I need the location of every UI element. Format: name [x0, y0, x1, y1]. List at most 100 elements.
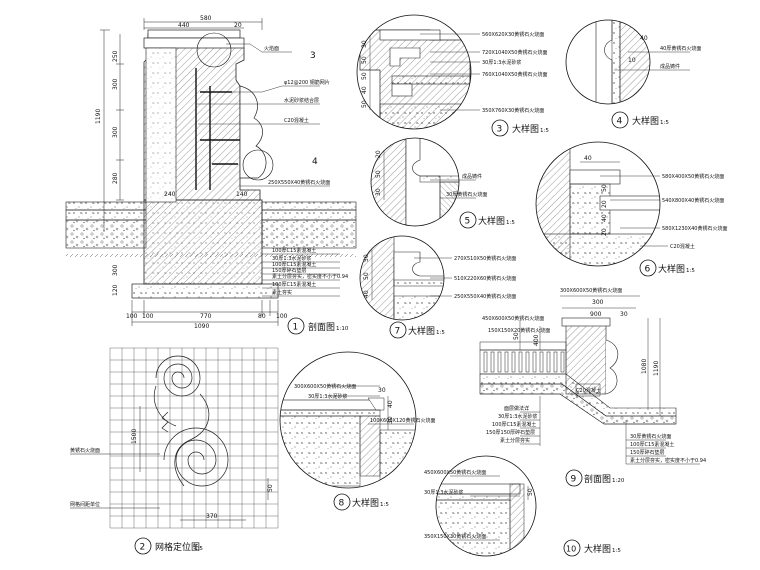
s1-note-2: 水泥砂浆结合层	[284, 97, 319, 104]
s9-side-0: 1080	[641, 359, 648, 374]
v1-number: 1	[293, 323, 299, 333]
v7-title: 大样图	[408, 325, 435, 337]
grid-dim-1500: 1500	[131, 429, 138, 444]
d8-dim-1: 40	[387, 400, 394, 408]
d8-note-2: 100X600X120黄锈石火烧面	[370, 417, 435, 424]
s9-side-2: 50	[513, 332, 520, 340]
baluster	[532, 351, 537, 373]
v10-scale: 1:5	[612, 548, 621, 554]
v6-title: 大样图	[658, 263, 685, 275]
d6-note-0: 580X400X50黄锈石火烧面	[662, 173, 724, 180]
s1-note-5: 100厚C15素混凝土	[272, 247, 316, 254]
dim-300c: 300	[112, 264, 119, 276]
dim-140: 140	[236, 191, 248, 198]
d10-note-0: 450X600X50黄锈石火烧面	[424, 469, 486, 476]
d7-dim-2: 40	[363, 290, 370, 298]
v9-scale: 1:20	[612, 478, 625, 484]
d5-dim-1: 50	[375, 170, 382, 178]
v2-title: 网格定位图	[155, 541, 200, 553]
s1-note-1: φ12@200 钢筋网片	[284, 79, 330, 86]
s9-top-3: 30	[620, 311, 628, 318]
s9-side-1: 1190	[653, 361, 660, 376]
d5-dim-0: 20	[375, 150, 382, 158]
d7-note-0: 270X510X50黄锈石火烧面	[454, 255, 516, 262]
detail-4: 40厚黄锈石火烧面 成品铸件 10 40 4 大样图 1:5	[565, 19, 701, 129]
s9-ntop-1: 150X150X20黄锈石火烧面	[488, 327, 550, 334]
d8-note-1: 30厚1:3水泥砂浆	[308, 393, 347, 400]
dim-300a: 300	[112, 78, 119, 90]
d3-dim-3: 40	[361, 86, 368, 94]
s9-ntop-0: 450X600X50黄锈石火烧面	[482, 315, 544, 322]
v10-number: 10	[566, 545, 576, 554]
d10-note-1: 30厚1:3水泥砂浆	[424, 489, 463, 496]
detail-10: 450X600X50黄锈石火烧面 30厚1:3水泥砂浆 350X150X30黄锈…	[424, 455, 621, 557]
d5-dim-2: 30	[375, 188, 382, 196]
v3-title: 大样图	[512, 123, 539, 135]
v7-number: 7	[395, 327, 401, 337]
s9-nbl-2: 100厚C15素混凝土	[492, 421, 536, 428]
callout-3-num: 3	[310, 51, 316, 61]
s1-note-4: 250X550X40黄锈石火烧面	[268, 179, 330, 186]
baluster	[497, 351, 502, 373]
v5-title: 大样图	[478, 215, 505, 227]
dim-20: 20	[234, 22, 242, 29]
callout-4-num: 4	[312, 157, 318, 167]
s9-top-1: 300	[592, 299, 604, 306]
detail-7: 270X510X50黄锈石火烧面 510X220X60黄锈石火烧面 250X55…	[359, 235, 516, 339]
v4-title: 大样图	[632, 115, 659, 127]
dim-120: 120	[112, 284, 119, 296]
baluster	[511, 351, 516, 373]
dim-240: 240	[164, 191, 176, 198]
baluster	[525, 351, 530, 373]
v1-scale: 1:10	[336, 326, 349, 332]
d6-note-3: C20混凝土	[670, 243, 695, 250]
dim-300b: 300	[112, 126, 119, 138]
d8-note-0: 300X600X50黄锈石火烧面	[294, 383, 356, 390]
s9-top-2: 900	[590, 311, 602, 318]
s1-note-7: 100厚C15素混凝土	[272, 261, 316, 268]
s9-nbl-1: 30厚1:3水泥砂浆	[498, 413, 537, 420]
d10-dim-0: 50	[527, 488, 534, 496]
baluster	[553, 351, 558, 373]
s9-side-3: 400	[533, 334, 540, 346]
d6-dim-0: 40	[584, 155, 592, 162]
dim-b100c: 100	[276, 313, 288, 320]
s9-nbl-4: 素土分层夯实	[500, 437, 530, 444]
d7-dim-0: 50	[363, 254, 370, 262]
v9-title: 剖面图	[584, 473, 611, 485]
grid-note-0: 黄锈石火烧面	[70, 447, 100, 454]
v6-number: 6	[645, 265, 651, 275]
d4-note-0: 40厚黄锈石火烧面	[660, 45, 701, 52]
dim-b100b: 100	[142, 313, 154, 320]
dim-1090: 1090	[194, 323, 209, 330]
detail-5: 成品铸件 30厚黄锈石火烧面 20 50 30 5 大样图 1:5	[370, 137, 515, 229]
grid-note-1: 网格间距单位	[70, 501, 100, 508]
baluster	[518, 351, 523, 373]
d4-note-1: 成品铸件	[660, 63, 680, 70]
detail-3: 30 50 50 40 50 560X620X30黄锈石火烧面 720X1040…	[356, 14, 549, 137]
d10-note-2: 350X150X30黄锈石火烧面	[424, 533, 486, 540]
d3-dim-2: 50	[361, 72, 368, 80]
dim-440: 440	[178, 22, 190, 29]
d3-note-0: 560X620X30黄锈石火烧面	[482, 31, 544, 38]
section-1: 3 4 580 440 20 1190 300 300 280 250 300 …	[65, 15, 357, 335]
s9-nbl-3: 150厚150厚碎石垫层	[486, 429, 535, 436]
v2-number: 2	[140, 543, 146, 553]
d7-dim-1: 50	[363, 272, 370, 280]
v7-scale: 1:5	[436, 330, 445, 336]
dim-b100a: 100	[126, 313, 138, 320]
baluster	[483, 351, 488, 373]
d7-note-2: 250X550X40黄锈石火烧面	[454, 293, 516, 300]
s1-note-11: 素土夯实	[272, 289, 292, 296]
baluster	[546, 351, 551, 373]
d3-note-2: 30厚1:3水泥砂浆	[482, 59, 521, 66]
d3-dim-0: 30	[361, 40, 368, 48]
grid-dim-50: 50	[267, 484, 274, 492]
baluster	[539, 351, 544, 373]
dim-280: 280	[112, 172, 119, 184]
v2-scale: 1:5	[194, 546, 203, 552]
d6-dim-3: 40	[601, 214, 608, 222]
d4-dim-0: 10	[628, 57, 636, 64]
s1-note-0: 火焰面	[264, 45, 279, 52]
